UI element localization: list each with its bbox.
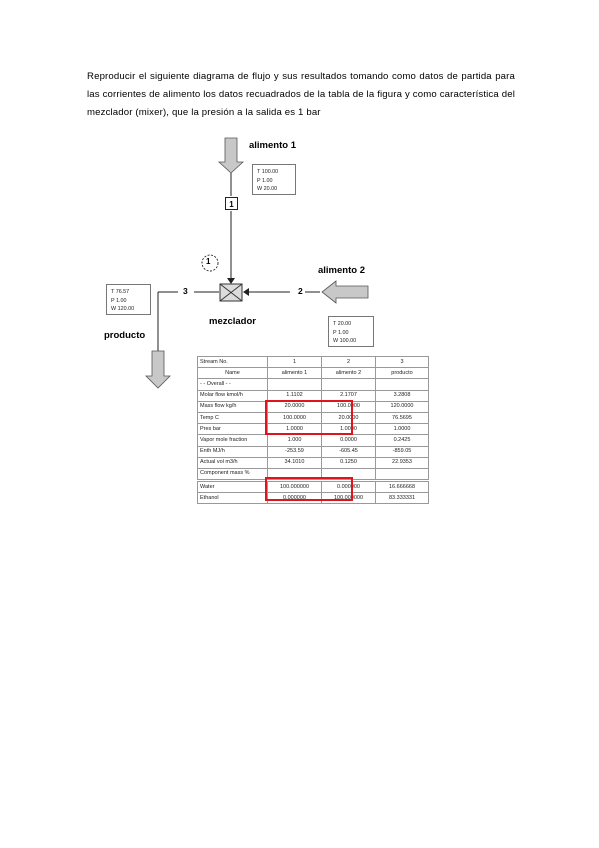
highlight-box-conditions bbox=[265, 400, 353, 435]
feed1-info-T: T 100.00 bbox=[257, 169, 279, 175]
table-row: Enth MJ/h -253.59 -605.45 -859.05 bbox=[197, 445, 429, 458]
problem-statement: Reproducir el siguiente diagrama de fluj… bbox=[87, 71, 515, 118]
table-cell: 16.666668 bbox=[375, 481, 429, 494]
table-cell: 0.0000 bbox=[321, 434, 376, 447]
table-row: Temp C 100.0000 20.0000 76.5695 bbox=[197, 411, 429, 425]
table-cell: alimento 2 bbox=[321, 367, 376, 380]
table-row: Mass flow kg/h 20.0000 100.0000 120.0000 bbox=[197, 400, 429, 413]
table-row: Actual vol m3/h 34.1010 0.1250 22.9353 bbox=[197, 456, 429, 469]
results-table: Stream No. 1 2 3 Name alimento 1 aliment… bbox=[197, 355, 429, 505]
table-cell: producto bbox=[375, 367, 429, 380]
table-cell: 3.2808 bbox=[375, 389, 429, 402]
table-cell: 83.333331 bbox=[375, 492, 429, 505]
table-cell: -859.05 bbox=[375, 445, 429, 458]
product-label: producto bbox=[104, 330, 146, 341]
feed1-info-W: W 20.00 bbox=[257, 186, 278, 192]
table-section-row: - - Overall - - bbox=[197, 378, 429, 391]
table-cell: Molar flow kmol/h bbox=[197, 389, 268, 402]
table-cell: Temp C bbox=[197, 411, 268, 425]
table-cell: Name bbox=[197, 367, 268, 380]
stream2-number: 2 bbox=[298, 286, 303, 296]
feed1-label: alimento 1 bbox=[249, 140, 296, 151]
feed2-info-T: T 20.00 bbox=[333, 321, 352, 327]
table-row: Ethanol 0.000000 100.000000 83.333331 bbox=[197, 492, 429, 505]
product-info-box: T 76.57 P 1.00 W 120.00 bbox=[106, 284, 151, 315]
feed2-arrow bbox=[321, 280, 369, 304]
table-row: Molar flow kmol/h 1.1102 2.1707 3.2808 bbox=[197, 389, 429, 402]
table-cell: 1.0000 bbox=[375, 423, 429, 436]
feed1-info-P: P 1.00 bbox=[257, 177, 273, 184]
table-cell: 100.000000 bbox=[321, 492, 376, 505]
table-cell bbox=[267, 378, 322, 391]
product-arrow bbox=[145, 350, 171, 389]
product-info-P: P 1.00 bbox=[111, 297, 127, 304]
product-info-W: W 120.00 bbox=[111, 306, 135, 312]
feed1-arrowhead bbox=[227, 278, 235, 284]
table-cell: -605.45 bbox=[321, 445, 376, 458]
table-row: Pres bar 1.0000 1.0000 1.0000 bbox=[197, 423, 429, 436]
table-cell: Vapor mole fraction bbox=[197, 434, 268, 447]
table-cell: Ethanol bbox=[197, 492, 268, 505]
table-header-row: Stream No. 1 2 3 bbox=[197, 355, 429, 369]
feed2-label: alimento 2 bbox=[318, 265, 365, 276]
table-cell: Stream No. bbox=[197, 355, 268, 369]
table-cell: 22.9353 bbox=[375, 456, 429, 469]
table-cell: Actual vol m3/h bbox=[197, 456, 268, 469]
table-cell: - - Overall - - bbox=[197, 378, 268, 391]
table-cell: Water bbox=[197, 481, 268, 494]
table-cell: 1 bbox=[267, 355, 322, 369]
table-cell: 76.5695 bbox=[375, 411, 429, 425]
table-cell: -253.59 bbox=[267, 445, 322, 458]
table-cell: Enth MJ/h bbox=[197, 445, 268, 458]
feed1-info-box: T 100.00 P 1.00 W 20.00 bbox=[252, 164, 296, 195]
feed2-info-box: T 20.00 P 1.00 W 100.00 bbox=[328, 316, 374, 347]
table-cell: 3 bbox=[375, 355, 429, 369]
mixer-number: 1 bbox=[206, 257, 211, 266]
stream3-number: 3 bbox=[183, 286, 188, 296]
mixer-label: mezclador bbox=[209, 316, 256, 327]
table-cell: 1.000 bbox=[267, 434, 322, 447]
table-cell: Mass flow kg/h bbox=[197, 400, 268, 413]
table-row: Water 100.000000 0.000000 16.666668 bbox=[197, 481, 429, 494]
table-names-row: Name alimento 1 alimento 2 producto bbox=[197, 367, 429, 380]
table-cell: 0.1250 bbox=[321, 456, 376, 469]
mixer-number-circle bbox=[201, 254, 219, 272]
table-cell: 34.1010 bbox=[267, 456, 322, 469]
product-info-T: T 76.57 bbox=[111, 289, 130, 295]
highlight-box-composition bbox=[265, 477, 353, 501]
table-row: Vapor mole fraction 1.000 0.0000 0.2425 bbox=[197, 434, 429, 447]
table-cell: 0.2425 bbox=[375, 434, 429, 447]
table-cell: alimento 1 bbox=[267, 367, 322, 380]
feed2-info-W: W 100.00 bbox=[333, 338, 357, 344]
table-cell bbox=[375, 467, 429, 481]
feed1-arrow bbox=[217, 137, 245, 174]
table-cell: Component mass % bbox=[197, 467, 268, 481]
table-cell: 120.0000 bbox=[375, 400, 429, 413]
stream1-number: 1 bbox=[225, 197, 238, 210]
feed2-arrowhead bbox=[243, 288, 249, 296]
table-cell: Pres bar bbox=[197, 423, 268, 436]
table-cell bbox=[321, 378, 376, 391]
table-cell: 2 bbox=[321, 355, 376, 369]
table-cell bbox=[375, 378, 429, 391]
feed2-info-P: P 1.00 bbox=[333, 329, 349, 336]
mixer-symbol bbox=[219, 283, 243, 302]
